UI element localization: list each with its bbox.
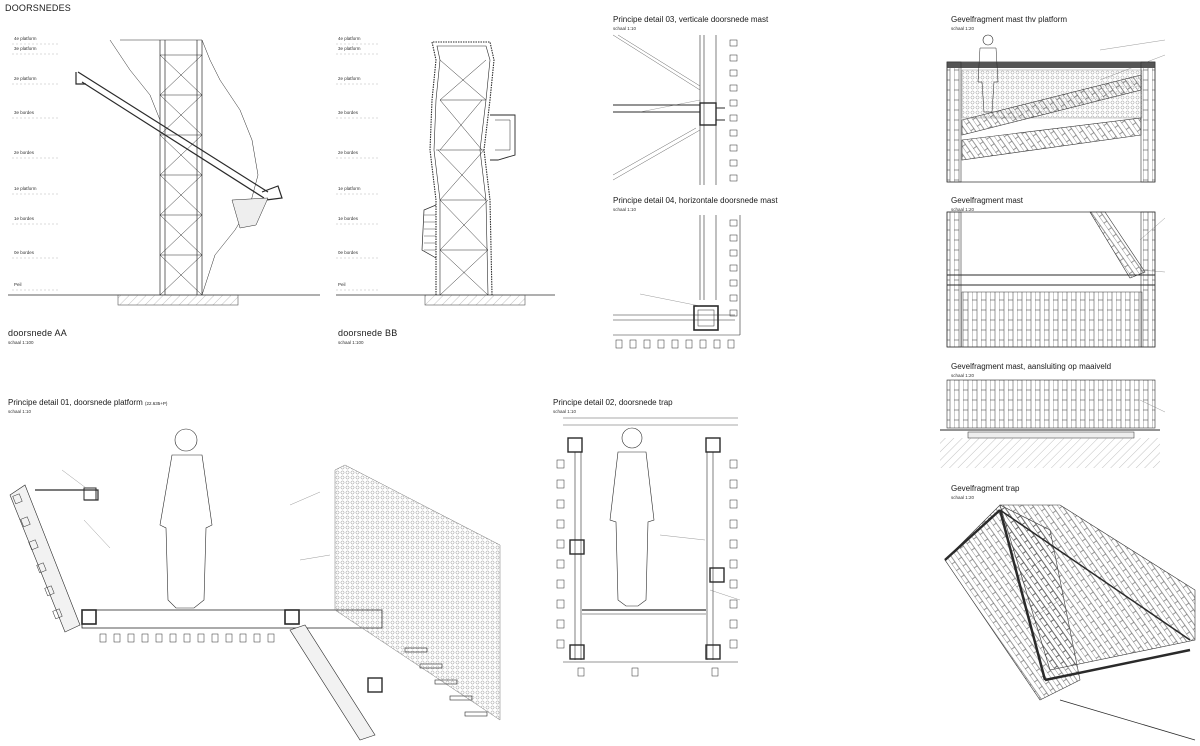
facade-mast-scale: schaal 1:20: [951, 207, 975, 212]
level-label: 3e bordes: [14, 110, 35, 115]
detail-04-title: Principe detail 04, horizontale doorsned…: [613, 196, 778, 205]
facade-mast-title: Gevelfragment mast: [951, 196, 1024, 205]
level-label: 0e bordes: [14, 250, 35, 255]
level-label: 3e platform: [338, 46, 361, 51]
facade-platform-drawing: [946, 34, 1156, 183]
facade-platform-scale: schaal 1:20: [951, 26, 975, 31]
level-label: 1e bordes: [338, 216, 359, 221]
level-label: 3e bordes: [338, 110, 359, 115]
detail-01-title: Principe detail 01, doorsnede platform (…: [8, 398, 168, 407]
section-aa-title: doorsnede AA: [8, 328, 67, 338]
section-aa-scale: schaal 1:100: [8, 340, 34, 345]
detail-01-scale: schaal 1:10: [8, 409, 32, 414]
detail-04-scale: schaal 1:10: [613, 207, 637, 212]
detail-01-drawing: [9, 428, 501, 741]
level-label: 4e platform: [14, 36, 37, 41]
detail-02-drawing: [556, 417, 738, 677]
facade-stair-scale: schaal 1:20: [951, 495, 975, 500]
level-label: 4e platform: [338, 36, 361, 41]
level-label: 1e platform: [338, 186, 361, 191]
facade-ground-drawing: [940, 379, 1160, 468]
level-label: Peil: [338, 282, 346, 287]
detail-03-scale: schaal 1:10: [613, 26, 637, 31]
level-label: 0e bordes: [338, 250, 359, 255]
facade-mast-drawing: [946, 211, 1156, 348]
facade-ground-scale: schaal 1:20: [951, 373, 975, 378]
facade-stair-title: Gevelfragment trap: [951, 484, 1020, 493]
sheet-title: DOORSNEDES: [5, 3, 72, 13]
detail-04-drawing: [613, 215, 741, 349]
section-bb-drawing: [336, 41, 555, 306]
level-label: 3e platform: [14, 46, 37, 51]
level-label: 1e platform: [14, 186, 37, 191]
section-aa-drawing: [8, 39, 320, 306]
facade-stair-drawing: [944, 504, 1196, 741]
facade-ground-title: Gevelfragment mast, aansluiting op maaiv…: [951, 362, 1112, 371]
level-label: 2e platform: [14, 76, 37, 81]
detail-03-drawing: [612, 34, 738, 185]
detail-03-title: Principe detail 03, verticale doorsnede …: [613, 15, 769, 24]
detail-02-scale: schaal 1:10: [553, 409, 577, 414]
level-label: 1e bordes: [14, 216, 35, 221]
section-bb-title: doorsnede BB: [338, 328, 398, 338]
facade-platform-title: Gevelfragment mast thv platform: [951, 15, 1068, 24]
level-label: Peil: [14, 282, 22, 287]
level-label: 2e bordes: [338, 150, 359, 155]
level-label: 2e bordes: [14, 150, 35, 155]
level-label: 2e platform: [338, 76, 361, 81]
detail-02-title: Principe detail 02, doorsnede trap: [553, 398, 673, 407]
section-bb-scale: schaal 1:100: [338, 340, 364, 345]
